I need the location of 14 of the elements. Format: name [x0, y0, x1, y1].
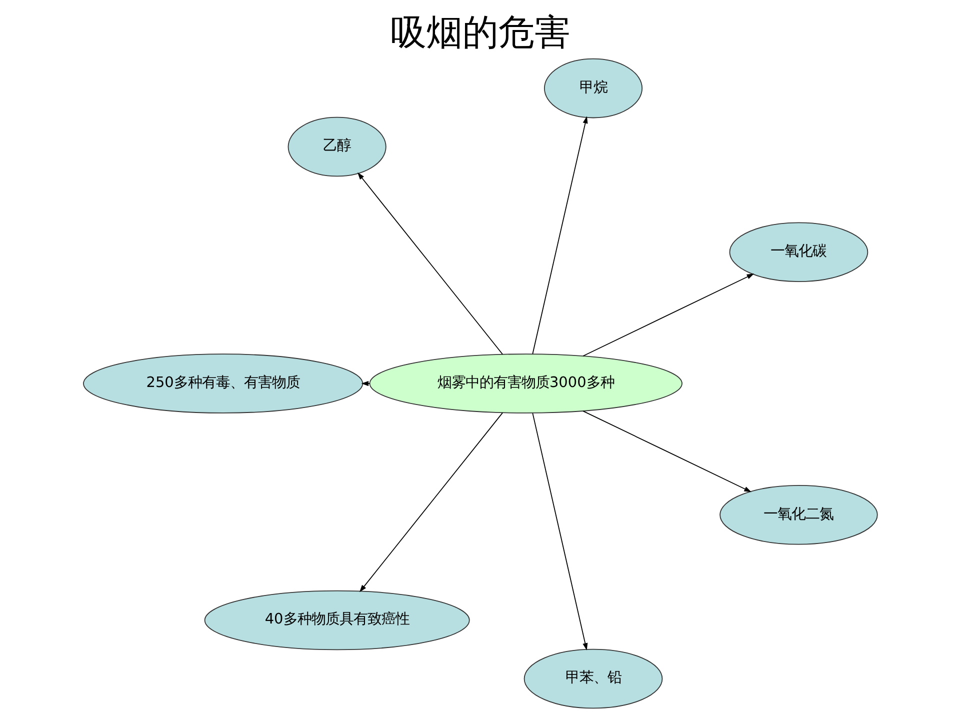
- diagram-title: 吸烟的危害: [390, 10, 570, 54]
- node-ellipse: 乙醇: [287, 116, 386, 177]
- node-ellipse: 40多种物质具有致癌性: [204, 590, 470, 650]
- arrow: [356, 172, 502, 355]
- node-ellipse: 一氧化碳: [728, 222, 868, 282]
- arrow: [582, 274, 754, 356]
- node-ellipse: 甲烷: [543, 58, 642, 118]
- arrow: [532, 116, 588, 354]
- node-ellipse: 烟雾中的有害物质3000多种: [368, 354, 682, 414]
- node-ellipse: 250多种有毒、有害物质: [82, 354, 363, 414]
- arrow: [359, 412, 502, 592]
- node-ellipse: 甲苯、铅: [523, 648, 662, 709]
- arrow: [582, 410, 751, 492]
- arrow: [532, 412, 588, 650]
